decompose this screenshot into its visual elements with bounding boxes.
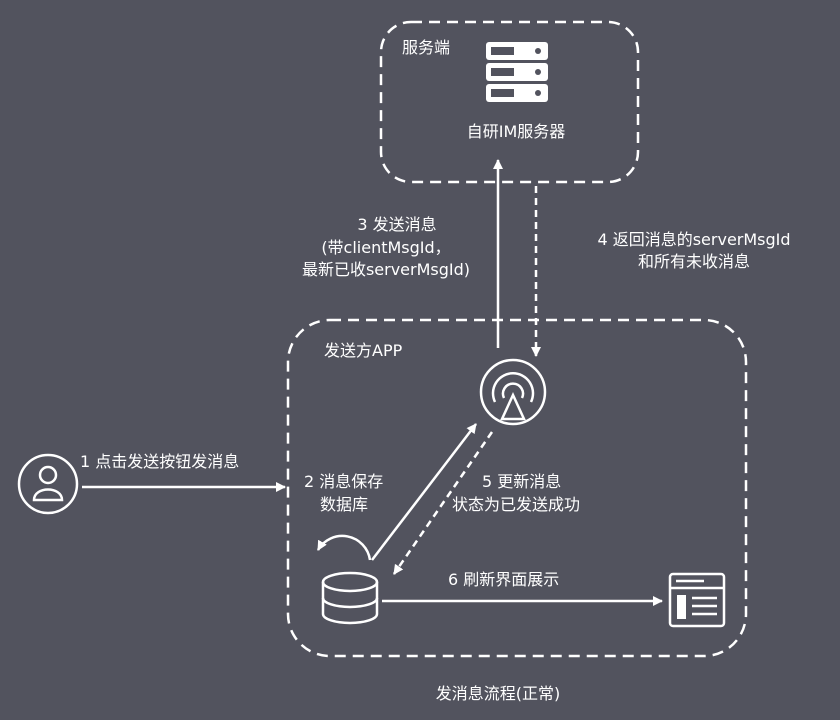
- diagram-caption: 发消息流程(正常): [436, 684, 561, 703]
- step4-label-line2: 和所有未收消息: [638, 252, 750, 271]
- step2-label-line2: 数据库: [320, 495, 368, 514]
- server-box-border: [379, 20, 640, 184]
- database-icon: [321, 571, 379, 625]
- step3-label-line3: 最新已收serverMsgId): [302, 260, 470, 279]
- server-icon: [486, 42, 548, 102]
- antenna-icon: [479, 358, 547, 426]
- db-to-antenna-arrow: [371, 423, 477, 561]
- step2-label-line1: 2 消息保存: [304, 472, 383, 491]
- app-box: 发送方APP: [286, 318, 748, 658]
- server-box: 服务端 自研IM服务器: [379, 20, 640, 184]
- step6-label: 6 刷新界面展示: [448, 570, 559, 589]
- server-label: 自研IM服务器: [467, 122, 566, 141]
- refresh-arrow-icon: [316, 534, 372, 561]
- app-box-border: [286, 318, 748, 658]
- step1-label: 1 点击发送按钮发消息: [80, 452, 239, 471]
- server-box-title: 服务端: [402, 38, 450, 57]
- step5-arrow: [392, 431, 494, 575]
- ui-window-icon: [668, 572, 726, 628]
- step3-label-line1: 3 发送消息: [357, 215, 436, 234]
- app-box-title: 发送方APP: [324, 341, 403, 360]
- step3-label-line2: (带clientMsgId，: [321, 238, 450, 257]
- step4-label-line1: 4 返回消息的serverMsgId: [597, 230, 790, 249]
- step5-label-line1: 5 更新消息: [482, 472, 561, 491]
- step5-label-line2: 状态为已发送成功: [452, 495, 580, 514]
- user-icon: [17, 453, 79, 515]
